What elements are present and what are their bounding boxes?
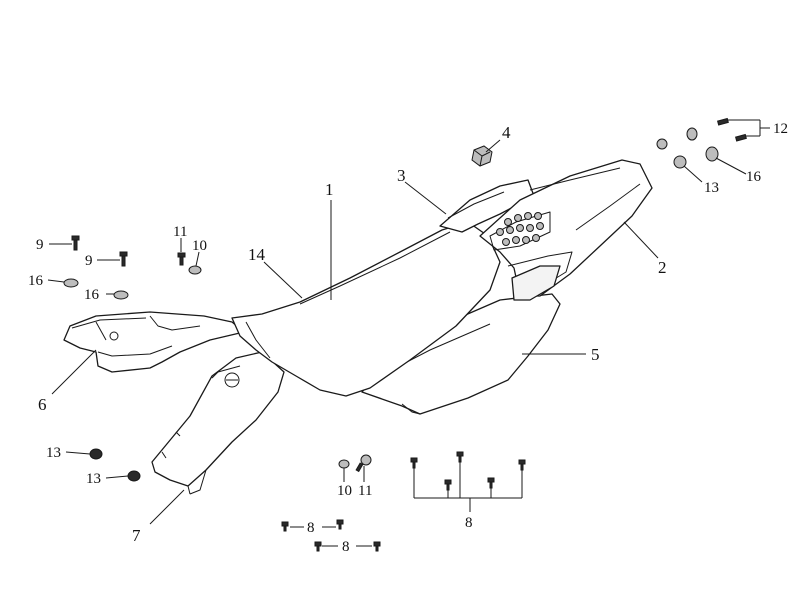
bolt-12-b [735, 133, 747, 142]
callout-13-b: 13 [86, 471, 101, 487]
screw-8-d [373, 541, 381, 552]
callout-6: 6 [38, 395, 47, 414]
callout-11-b: 11 [358, 483, 372, 499]
callout-2: 2 [658, 258, 667, 277]
washer-top-a [686, 127, 698, 141]
washer-16-b [113, 290, 129, 300]
washer-10-a [188, 265, 202, 275]
screws-8-group [410, 451, 526, 491]
callout-13-c: 13 [704, 180, 719, 196]
tail-light-lens [496, 212, 544, 246]
callout-10-b: 10 [337, 483, 352, 499]
callout-8-c: 8 [342, 539, 350, 555]
washer-10-b [338, 459, 350, 469]
leader-lines [47, 119, 770, 547]
callout-1: 1 [325, 180, 334, 199]
callout-12: 12 [773, 121, 788, 137]
bolt-9-b [119, 251, 128, 267]
front-top-cover [63, 311, 245, 373]
callout-9-a: 9 [36, 237, 44, 253]
bolt-11-a [177, 252, 186, 266]
callout-11-a: 11 [173, 224, 187, 240]
callout-8-a: 8 [465, 515, 473, 531]
callout-10-a: 10 [192, 238, 207, 254]
screw-8-c [314, 541, 322, 552]
seat [231, 221, 501, 397]
callout-7: 7 [132, 526, 141, 545]
bolt-12-a [717, 117, 729, 126]
nut-13-b [127, 470, 141, 482]
callout-3: 3 [397, 166, 406, 185]
nut-13-c [673, 155, 687, 169]
nut-13-a [89, 448, 103, 460]
callout-8-b: 8 [307, 520, 315, 536]
callout-4: 4 [502, 123, 511, 142]
bolt-11-b [355, 454, 372, 473]
callout-16-c: 16 [746, 169, 762, 185]
screw-8-b [336, 519, 344, 530]
tail-cowl [479, 159, 653, 301]
callout-5: 5 [591, 345, 600, 364]
washer-16-a [63, 278, 79, 288]
callout-16-b: 16 [84, 287, 100, 303]
nut-top-a [656, 138, 668, 150]
callout-16-a: 16 [28, 273, 44, 289]
front-lower-cover [151, 351, 285, 495]
bolt-9-a [71, 235, 80, 251]
callout-14: 14 [248, 245, 266, 264]
screw-8-a [281, 521, 289, 532]
callout-13-a: 13 [46, 445, 61, 461]
washer-16-c [705, 146, 719, 162]
callout-9-b: 9 [85, 253, 93, 269]
